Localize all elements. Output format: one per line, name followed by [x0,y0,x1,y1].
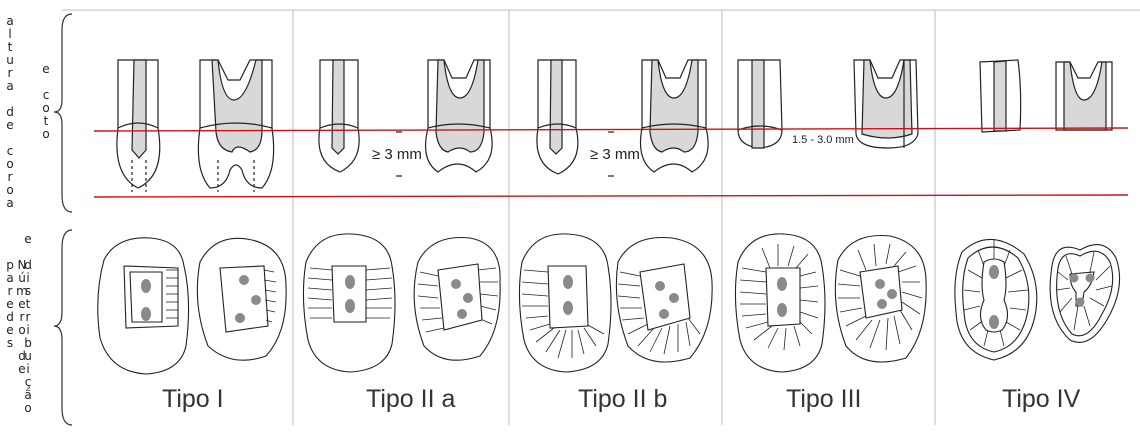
brace-bottom [54,230,72,425]
tooth-side-tipo4-single [980,60,1021,132]
tooth-side-tipo3-molar [854,60,918,148]
tooth-top-tipo4-molar [1050,245,1119,343]
tooth-side-tipo2b-single [537,60,578,174]
tooth-top-tipo2b-single [519,234,611,372]
ferrule-limit-line [94,195,1128,197]
tooth-top-tipo1-molar [197,238,286,360]
label-e-coto: e coto [40,62,52,172]
top-row-teeth [117,60,1112,192]
label-altura-de-coroa: altura de coroa [4,14,16,219]
tooth-side-tipo1-molar [198,60,273,192]
tooth-top-tipo2b-molar [616,238,712,363]
bottom-row-teeth [98,234,1120,374]
tooth-top-tipo3-molar [835,236,926,363]
column-title-tipo1: Tipo I [162,385,224,414]
tooth-top-tipo4-single [955,239,1037,360]
tooth-top-tipo3-single [735,234,825,372]
tooth-top-tipo2a-molar [414,238,500,361]
label-e-distribuicao: e distribuição [22,232,34,428]
tooth-top-tipo1-single [98,238,189,374]
tooth-side-tipo3-single [738,60,782,148]
column-title-tipo2a: Tipo II a [366,385,455,414]
column-title-tipo3: Tipo III [786,385,862,414]
tooth-side-tipo4-molar [1056,62,1112,130]
measure-label-tipo2b: ≥ 3 mm [590,146,640,163]
brace-top [54,14,72,212]
tooth-side-tipo2a-molar [426,60,493,172]
tooth-side-tipo2a-single [319,60,359,172]
column-title-tipo4: Tipo IV [1002,385,1080,414]
column-title-tipo2b: Tipo II b [578,385,667,414]
tooth-side-tipo1-single [117,60,160,192]
measure-label-tipo2a: ≥ 3 mm [372,146,422,163]
tooth-top-tipo2a-single [303,234,395,372]
tooth-side-tipo2b-molar [641,60,709,172]
measure-label-tipo3: 1.5 - 3.0 mm [792,134,854,146]
